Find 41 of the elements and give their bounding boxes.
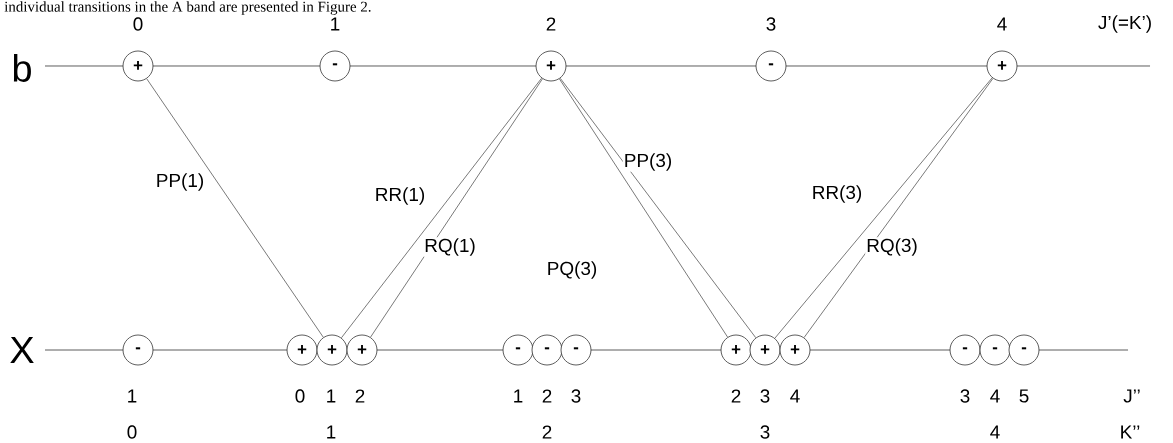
caption-text: individual transitions in the A band are presented in Figure 2. xyxy=(4,1,371,15)
axis-label: 2 xyxy=(542,425,552,439)
edge-label: PP(1) xyxy=(154,172,206,192)
axis-label: 0 xyxy=(133,17,143,31)
axis-label: 1 xyxy=(514,389,523,403)
axis-label: 0 xyxy=(295,389,305,403)
axis-label: 4 xyxy=(990,389,1000,403)
axis-label: 2 xyxy=(546,17,556,31)
edge-label: RR(3) xyxy=(810,184,864,204)
axis-label: 4 xyxy=(790,389,800,403)
edge-label: RQ(1) xyxy=(423,237,477,257)
axis-label: 1 xyxy=(327,389,336,403)
axis-label: 3 xyxy=(766,17,776,31)
transition-line xyxy=(559,78,728,338)
axis-label: 3 xyxy=(760,425,770,439)
axis-label: b xyxy=(13,54,31,82)
transition-line xyxy=(370,78,543,338)
axis-label: J’’ xyxy=(1123,389,1140,403)
edge-label: RQ(3) xyxy=(865,237,919,257)
axis-label: 2 xyxy=(542,389,552,403)
axis-label: J’(=K’) xyxy=(1098,15,1151,33)
axis-label: 3 xyxy=(960,389,970,403)
axis-label: 1 xyxy=(327,425,336,439)
edge-label: PQ(3) xyxy=(545,260,599,280)
axis-label: K’’ xyxy=(1121,425,1140,439)
transition-line xyxy=(341,77,542,339)
axis-label: 2 xyxy=(731,389,741,403)
axis-label: 4 xyxy=(990,425,1000,439)
axis-label: 0 xyxy=(127,425,137,439)
transition-line xyxy=(146,78,324,338)
axis-label: 5 xyxy=(1019,389,1029,403)
transition-line xyxy=(559,77,757,339)
edge-label: PP(3) xyxy=(622,152,674,172)
axis-label: 3 xyxy=(760,389,770,403)
axis-label: 4 xyxy=(997,17,1007,31)
axis-label: 1 xyxy=(331,17,340,31)
axis-label: 2 xyxy=(355,389,365,403)
axis-label: 1 xyxy=(128,389,137,403)
axis-label: 3 xyxy=(571,389,581,403)
axis-label: X xyxy=(10,337,34,363)
edge-label: RR(1) xyxy=(373,186,427,206)
